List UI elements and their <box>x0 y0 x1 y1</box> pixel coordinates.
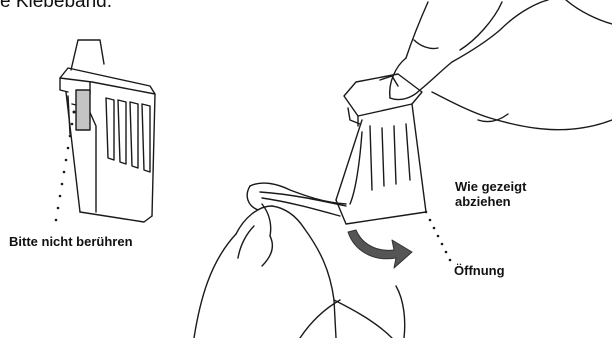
opening-label: Öffnung <box>454 263 505 278</box>
contact-area <box>76 90 90 130</box>
do-not-touch-label: Bitte nicht berühren <box>9 234 133 249</box>
tape-drawing <box>260 192 346 216</box>
pull-off-label: Wie gezeigt abziehen <box>455 179 526 209</box>
pull-direction-arrow <box>348 230 412 268</box>
opening-leader-dots <box>425 211 452 262</box>
touch-leader-dots <box>55 111 76 222</box>
ink-cartridge-drawing <box>60 40 155 222</box>
pull-off-label-line-1: Wie gezeigt <box>455 179 526 194</box>
pull-off-label-line-2: abziehen <box>455 194 526 209</box>
upper-hand-drawing <box>390 0 612 130</box>
lower-hand-drawing <box>194 183 405 338</box>
